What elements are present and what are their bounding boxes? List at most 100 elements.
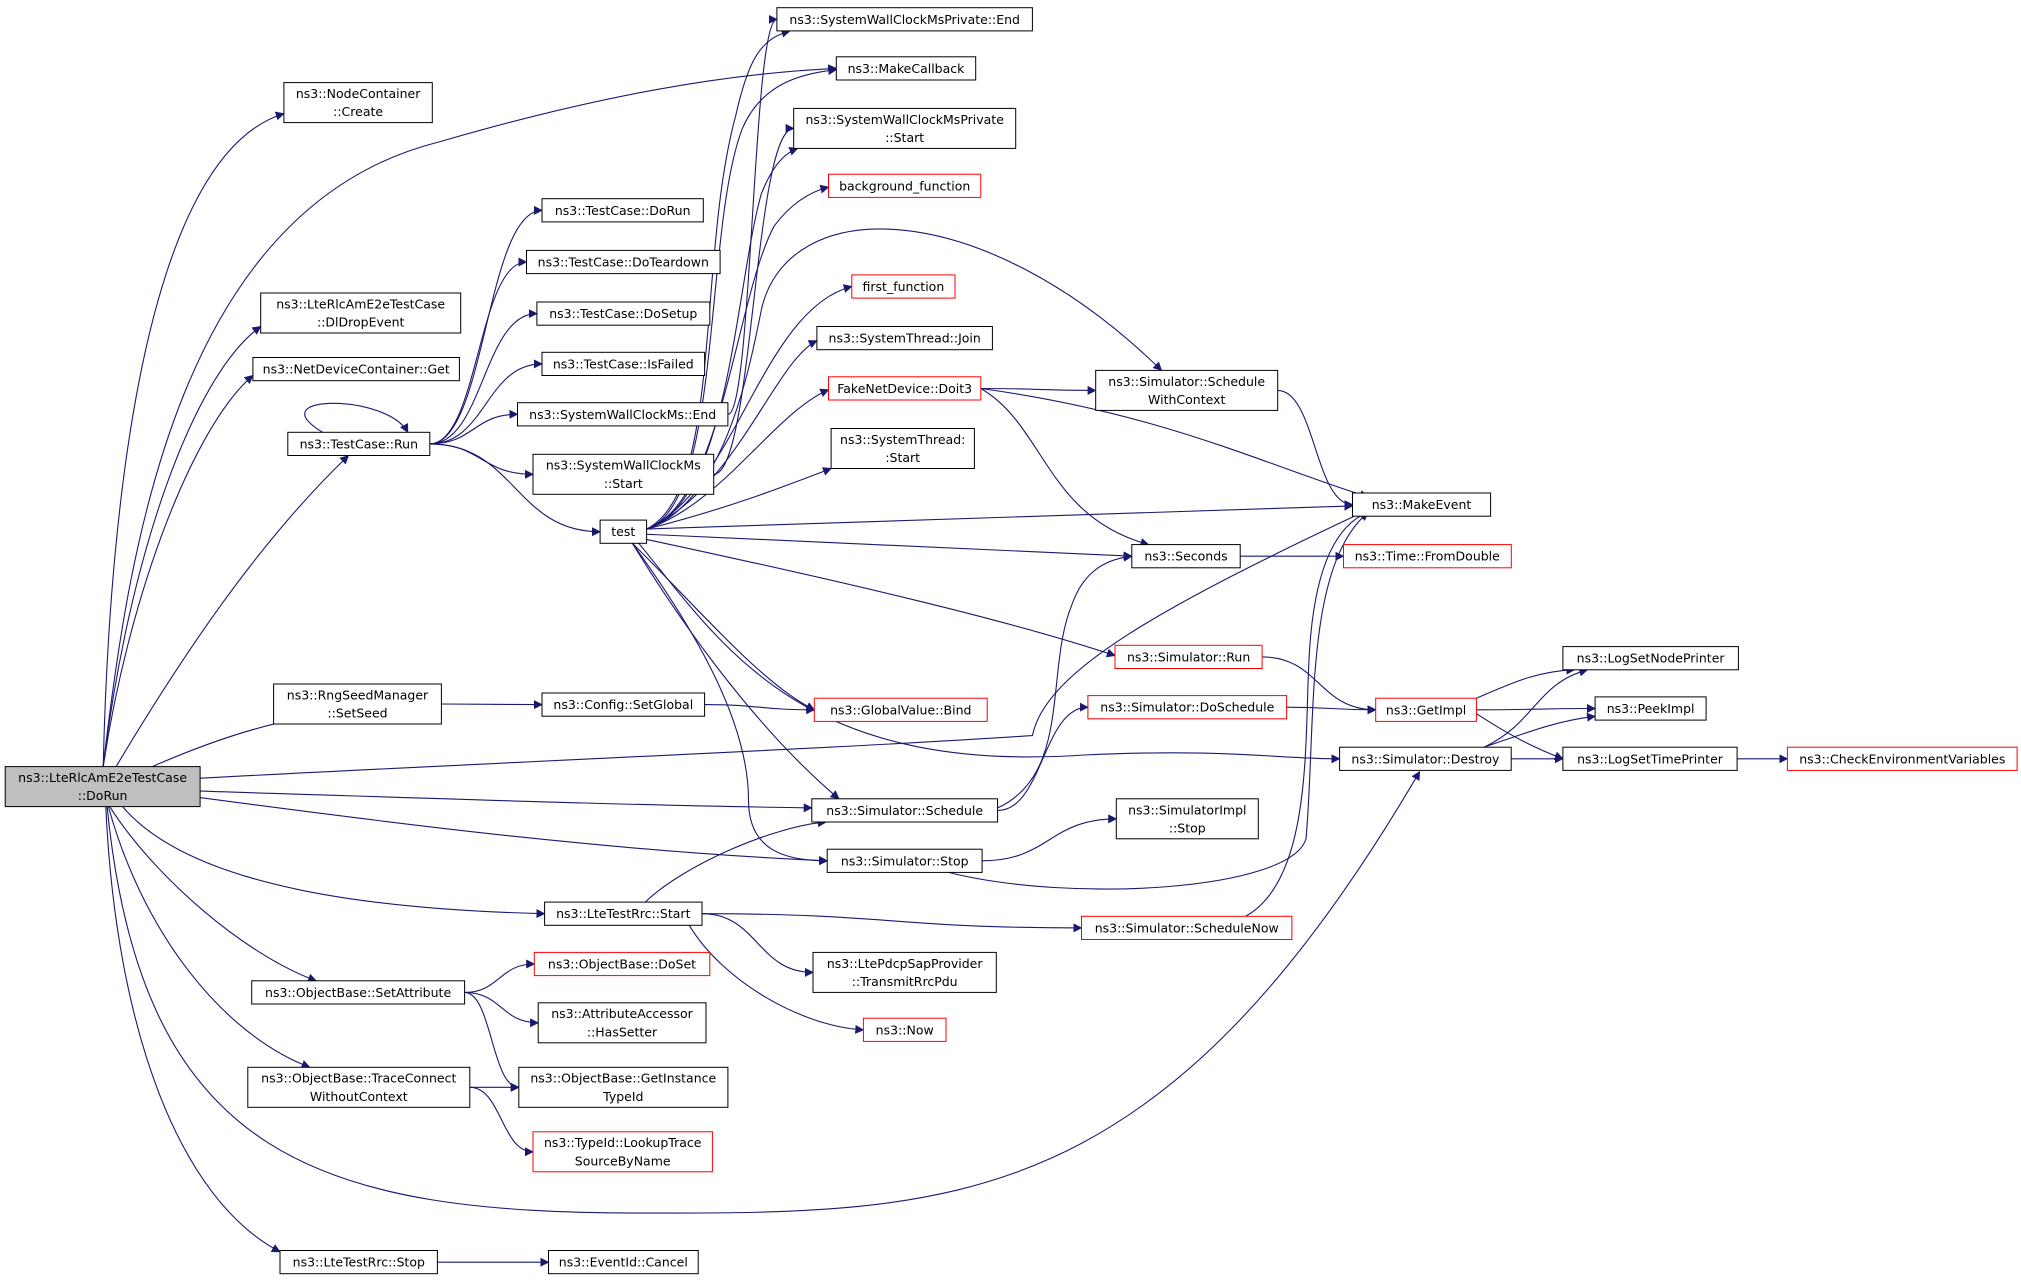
- node-root[interactable]: ns3::LteRlcAmE2eTestCase::DoRun: [4, 766, 201, 808]
- edge-arrow: [199, 790, 813, 813]
- node-sim-run[interactable]: ns3::Simulator::Run: [1114, 644, 1263, 669]
- node-cfg-setglobal[interactable]: ns3::Config::SetGlobal: [541, 692, 706, 717]
- node-peek-impl[interactable]: ns3::PeekImpl: [1594, 696, 1707, 721]
- node-box: [813, 697, 988, 722]
- edge-tc_run-to-swcm_end: [429, 409, 519, 445]
- node-box: [1131, 544, 1241, 569]
- node-dl-drop[interactable]: ns3::LteRlcAmE2eTestCase::DlDropEvent: [260, 292, 462, 334]
- node-first-func[interactable]: first_function: [851, 274, 956, 299]
- node-sim-schedule[interactable]: ns3::Simulator::Schedule: [811, 798, 999, 823]
- node-label: ::Create: [333, 104, 383, 119]
- node-label: ns3::Now: [876, 1022, 934, 1037]
- node-ndc-get[interactable]: ns3::NetDeviceContainer::Get: [252, 357, 460, 382]
- node-label: ns3::ObjectBase::TraceConnect: [261, 1071, 456, 1086]
- node-swcmp-end[interactable]: ns3::SystemWallClockMsPrivate::End: [776, 7, 1033, 32]
- node-label: ns3::LteRlcAmE2eTestCase: [276, 296, 445, 311]
- node-rng-seed[interactable]: ns3::RngSeedManager::SetSeed: [273, 683, 442, 725]
- node-box: [273, 683, 442, 725]
- node-make-event[interactable]: ns3::MakeEvent: [1352, 492, 1492, 517]
- node-bg-func[interactable]: background_function: [828, 173, 982, 198]
- node-st-start[interactable]: ns3::SystemThread::Start: [830, 428, 975, 469]
- node-time-fromdouble[interactable]: ns3::Time::FromDouble: [1343, 544, 1512, 569]
- node-label: ns3::Simulator::Schedule: [826, 803, 983, 818]
- node-pdcp-transmit[interactable]: ns3::LtePdcpSapProvider::TransmitRrcPdu: [812, 951, 997, 993]
- node-aa-hassetter[interactable]: ns3::AttributeAccessor::HasSetter: [537, 1002, 707, 1044]
- node-swcmp-start[interactable]: ns3::SystemWallClockMsPrivate::Start: [793, 107, 1017, 149]
- node-box: [252, 357, 460, 382]
- node-box: [4, 766, 201, 808]
- node-seconds[interactable]: ns3::Seconds: [1131, 544, 1241, 569]
- node-sim-destroy[interactable]: ns3::Simulator::Destroy: [1339, 746, 1512, 771]
- node-label: ns3::SystemWallClockMsPrivate::End: [789, 12, 1020, 27]
- node-now[interactable]: ns3::Now: [862, 1017, 947, 1042]
- edge-rrc_start-to-sim_schednow: [702, 913, 1083, 933]
- edge-arrow: [107, 806, 311, 1069]
- node-box: [862, 1017, 947, 1042]
- edge-arrow: [948, 511, 1369, 890]
- node-rrc-start[interactable]: ns3::LteTestRrc::Start: [544, 901, 703, 926]
- edge-tc_run-to-test: [429, 443, 601, 537]
- node-label: ns3::Simulator::DoSchedule: [1100, 700, 1274, 715]
- node-box: [1375, 697, 1477, 722]
- node-box: [1562, 746, 1738, 771]
- node-swcm-start[interactable]: ns3::SystemWallClockMs::Start: [532, 453, 715, 495]
- edge-arrow: [464, 959, 536, 993]
- node-label: ns3::TypeId::LookupTrace: [544, 1135, 702, 1150]
- node-rrc-stop[interactable]: ns3::LteTestRrc::Stop: [279, 1250, 438, 1275]
- node-nc-create[interactable]: ns3::NodeContainer::Create: [283, 82, 433, 124]
- node-sim-stop[interactable]: ns3::Simulator::Stop: [826, 848, 983, 873]
- edge-arrow: [646, 388, 830, 530]
- edge-swcm_start-to-swcmp_start: [713, 123, 795, 475]
- node-log-timeprinter[interactable]: ns3::LogSetTimePrinter: [1562, 746, 1738, 771]
- edge-arrow: [646, 284, 853, 530]
- node-label: ::Start: [604, 476, 643, 491]
- node-label: ns3::GetImpl: [1386, 702, 1466, 717]
- node-sim-doschedule[interactable]: ns3::Simulator::DoSchedule: [1087, 695, 1288, 720]
- edge-arrow: [441, 700, 543, 710]
- node-tc-run[interactable]: ns3::TestCase::Run: [287, 431, 431, 456]
- node-tc-failed[interactable]: ns3::TestCase::IsFailed: [541, 351, 706, 376]
- node-box: [1115, 798, 1259, 840]
- node-label: ::DlDropEvent: [317, 315, 405, 330]
- node-label: ::Start: [885, 130, 924, 145]
- node-box: [828, 376, 982, 401]
- edge-test-to-first_func: [646, 284, 853, 530]
- node-label: background_function: [839, 178, 970, 193]
- node-swcm-end[interactable]: ns3::SystemWallClockMs::End: [517, 402, 729, 427]
- node-box: [599, 519, 648, 544]
- edge-get_impl-to-peek_impl: [1476, 704, 1596, 714]
- edge-rng_seed-to-cfg_setglobal: [441, 700, 543, 710]
- node-box: [793, 107, 1017, 149]
- node-label: ::SetSeed: [327, 706, 387, 721]
- node-ob-trace[interactable]: ns3::ObjectBase::TraceConnectWithoutCont…: [247, 1066, 471, 1108]
- node-test[interactable]: test: [599, 519, 648, 544]
- edge-arrow: [429, 409, 519, 445]
- node-eid-cancel[interactable]: ns3::EventId::Cancel: [548, 1250, 699, 1275]
- edge-arrow: [429, 309, 538, 445]
- node-box: [532, 453, 715, 495]
- node-tc-dorun[interactable]: ns3::TestCase::DoRun: [541, 198, 704, 223]
- node-label: ns3::Time::FromDouble: [1355, 549, 1500, 564]
- node-check-env[interactable]: ns3::CheckEnvironmentVariables: [1786, 746, 2018, 771]
- node-label: ::DoRun: [78, 788, 128, 803]
- node-ob-doset[interactable]: ns3::ObjectBase::DoSet: [533, 951, 711, 977]
- node-gv-bind[interactable]: ns3::GlobalValue::Bind: [813, 697, 988, 722]
- node-log-nodeprinter[interactable]: ns3::LogSetNodePrinter: [1562, 646, 1739, 671]
- node-st-join[interactable]: ns3::SystemThread::Join: [816, 326, 993, 351]
- edge-sim_run-to-get_impl: [1262, 656, 1377, 715]
- edge-root-to-dl_drop: [102, 325, 262, 767]
- node-tc-setup[interactable]: ns3::TestCase::DoSetup: [536, 301, 711, 326]
- edge-arrow: [464, 991, 540, 1028]
- node-simimpl-stop[interactable]: ns3::SimulatorImpl::Stop: [1115, 798, 1259, 840]
- edge-test-to-st_start: [646, 467, 832, 530]
- node-fake-doit3[interactable]: FakeNetDevice::Doit3: [828, 376, 982, 401]
- node-make-callback[interactable]: ns3::MakeCallback: [835, 56, 977, 81]
- node-sim-schednow[interactable]: ns3::Simulator::ScheduleNow: [1081, 915, 1293, 940]
- edge-root-to-make_callback: [102, 64, 838, 767]
- node-tc-teardown[interactable]: ns3::TestCase::DoTeardown: [526, 249, 721, 275]
- node-get-impl[interactable]: ns3::GetImpl: [1375, 697, 1477, 722]
- node-ob-setattr[interactable]: ns3::ObjectBase::SetAttribute: [251, 980, 466, 1005]
